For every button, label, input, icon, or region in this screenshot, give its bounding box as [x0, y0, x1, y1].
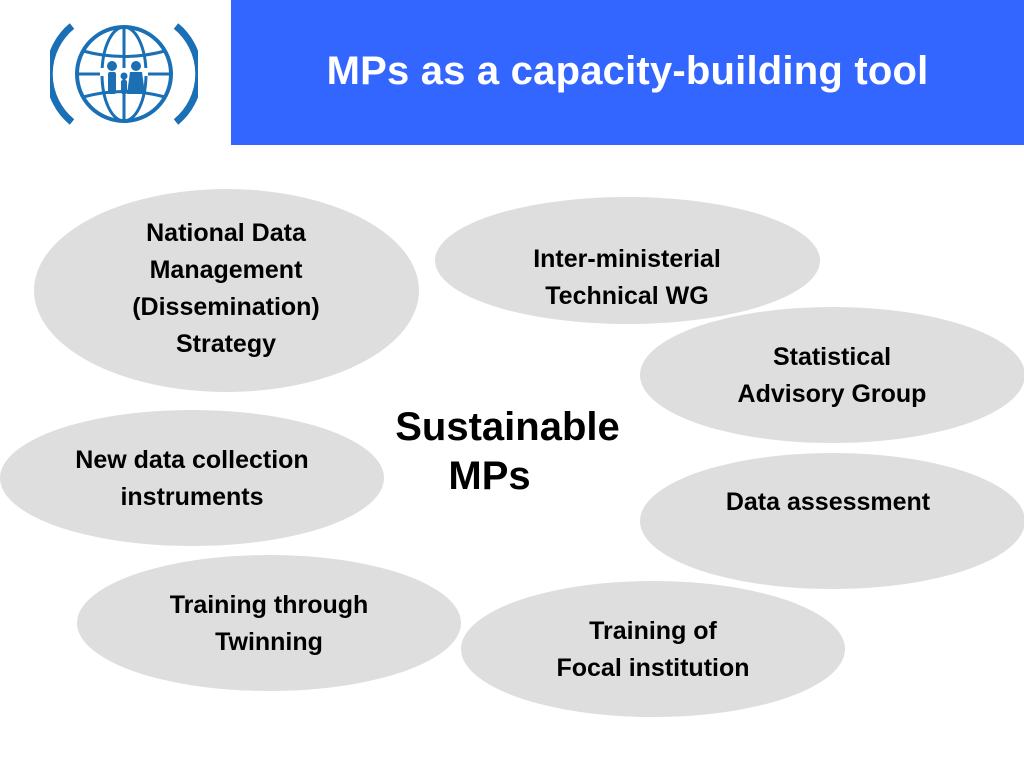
bubble-national-data-management [34, 189, 419, 392]
bubble-label-training-focal-institution: Training of Focal institution [556, 617, 750, 682]
bubble-label-data-assessment: Data assessment [725, 488, 931, 516]
bubble-training-focal-institution [461, 581, 845, 717]
title-bar: MPs as a capacity-building tool [231, 0, 1024, 145]
bubble-data-assessment [640, 453, 1024, 589]
iom-logo [45, 18, 203, 130]
bubble-new-data-collection [0, 410, 384, 546]
center-label-sustainable-mps: Sustainable MPs [395, 405, 620, 498]
bubble-inter-ministerial-wg [435, 197, 820, 324]
bubble-statistical-advisory-group [640, 307, 1024, 443]
bubble-label-new-data-collection: New data collection instruments [75, 446, 309, 511]
page-title: MPs as a capacity-building tool [326, 49, 929, 93]
bubble-label-inter-ministerial-wg: Inter-ministerial Technical WG [533, 245, 721, 310]
bubble-label-training-twinning: Training through Twinning [169, 591, 369, 656]
bubble-training-twinning [77, 555, 461, 691]
bubble-label-statistical-advisory-group: Statistical Advisory Group [737, 343, 927, 408]
globe-family-icon [45, 23, 203, 125]
bubble-label-national-data-management: National Data Management (Dissemination)… [132, 219, 320, 358]
